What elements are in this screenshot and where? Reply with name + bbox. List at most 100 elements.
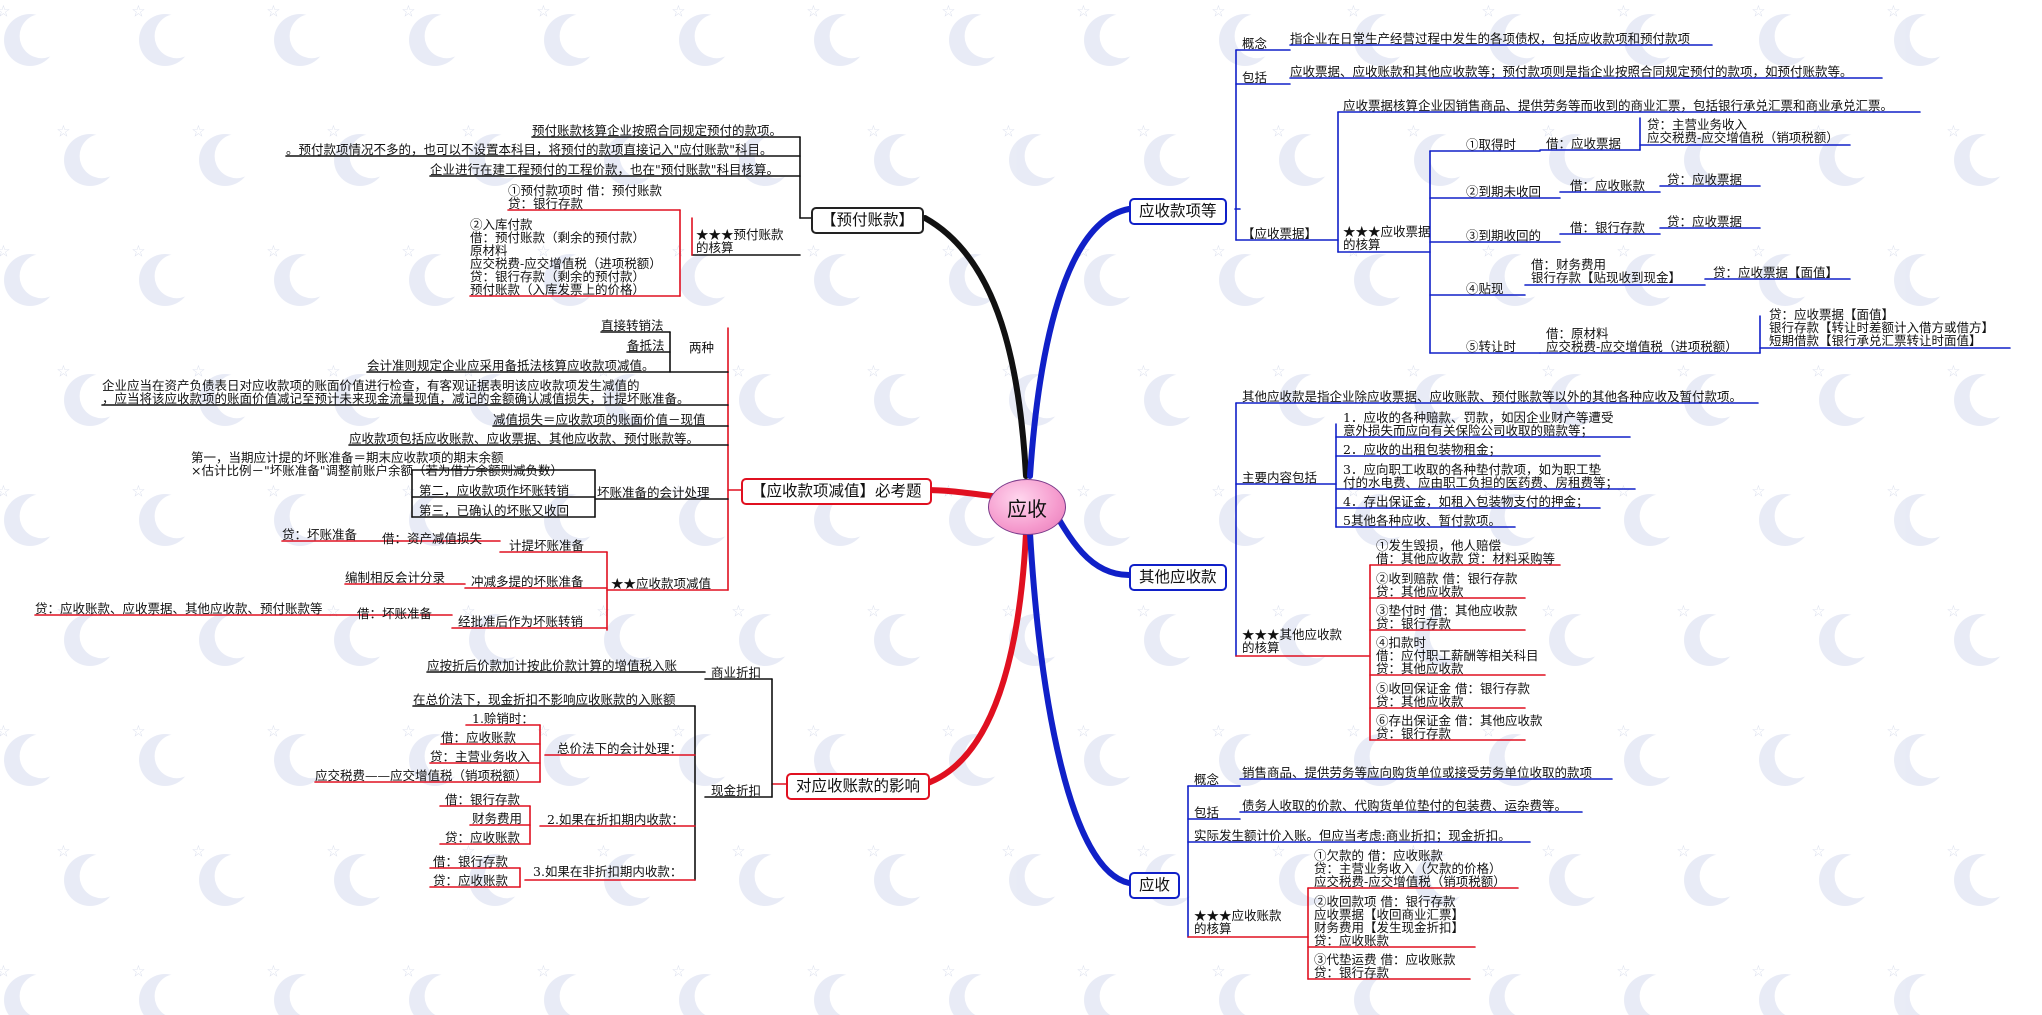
effect-commercial: 商业折扣	[711, 665, 762, 680]
moon-icon	[409, 734, 469, 786]
branch-receivable[interactable]: 应收	[1129, 872, 1181, 899]
star-icon: ☆	[131, 2, 145, 21]
star-icon: ☆	[596, 842, 610, 861]
moon-icon	[139, 974, 199, 1015]
star-icon: ☆	[671, 2, 685, 21]
star-icon: ☆	[1346, 482, 1360, 501]
star-icon: ☆	[401, 962, 415, 981]
star-icon: ☆	[1676, 842, 1690, 861]
star-icon: ☆	[1346, 722, 1360, 741]
star-icon: ☆	[1481, 722, 1495, 741]
star-icon: ☆	[1616, 482, 1630, 501]
star-icon: ☆	[806, 722, 820, 741]
other-item-5: 5其他各种应收、暂付款项。	[1343, 513, 1501, 528]
center-label: 应收	[1007, 496, 1047, 521]
star-icon: ☆	[941, 242, 955, 261]
moon-icon	[334, 374, 394, 426]
star-icon: ☆	[1886, 242, 1900, 261]
moon-icon	[409, 13, 469, 66]
branch-prepaid[interactable]: 【预付账款】	[811, 207, 925, 234]
moon-icon	[814, 254, 874, 306]
effect-sale-cr2: 应交税费——应交增值税（销项税额）	[315, 768, 528, 783]
moon-icon	[679, 734, 739, 786]
moon-icon	[1279, 854, 1339, 906]
star-icon: ☆	[1136, 602, 1150, 621]
moon-icon	[739, 614, 799, 666]
star-icon: ☆	[596, 122, 610, 141]
other-entry-3: ③垫付时 借：其他应收款 贷：银行存款	[1376, 603, 1518, 631]
star-icon: ☆	[401, 242, 415, 261]
star-icon: ☆	[131, 242, 145, 261]
moon-icon	[139, 13, 199, 66]
center-node[interactable]: 应收	[988, 479, 1066, 535]
branch-impairment[interactable]: 【应收款项减值】必考题	[741, 478, 932, 505]
other-item-4: 4．存出保证金，如租入包装物支付的押金；	[1343, 494, 1589, 509]
impair-loss: 减值损失＝应收款项的账面价值－现值	[493, 412, 706, 427]
recv-endorse-dr: 借：原材料 应交税费-应交增值税（进项税额）	[1546, 326, 1738, 354]
moon-icon	[814, 974, 874, 1015]
star-icon: ☆	[461, 362, 475, 381]
branch-receivables[interactable]: 应收款项等	[1129, 198, 1227, 225]
moon-icon	[1009, 854, 1069, 906]
moon-icon	[739, 854, 799, 906]
moon-icon	[1144, 134, 1204, 186]
moon-icon	[1954, 614, 2014, 666]
star-icon: ☆	[1541, 602, 1555, 621]
star-icon: ☆	[731, 122, 745, 141]
star-icon: ☆	[1136, 122, 1150, 141]
moon-icon	[1414, 374, 1474, 426]
moon-icon	[1084, 254, 1144, 306]
star-icon: ☆	[1811, 362, 1825, 381]
branch-effect[interactable]: 对应收账款的影响	[786, 773, 931, 800]
other-item-3: 3．应向职工收取的各种垫付款项，如为职工垫 付的水电费、应由职工负担的医药费、房…	[1343, 462, 1619, 490]
moon-icon	[1954, 134, 2014, 186]
moon-icon	[4, 13, 64, 66]
moon-icon	[874, 374, 934, 426]
star-icon: ☆	[1886, 962, 1900, 981]
moon-icon	[1819, 614, 1879, 666]
effect-cash: 现金折扣	[711, 783, 762, 798]
star-icon: ☆	[1541, 362, 1555, 381]
moon-icon	[1414, 854, 1474, 906]
moon-icon	[1279, 374, 1339, 426]
other-main: 主要内容包括	[1242, 470, 1318, 485]
moon-icon	[1354, 13, 1414, 66]
moon-icon	[949, 13, 1009, 66]
moon-icon	[1549, 374, 1609, 426]
prepaid-calc-title: ★★★预付账款 的核算	[696, 227, 784, 255]
recv-due-unpaid-cr: 贷：应收票据	[1667, 172, 1743, 187]
moon-icon	[1759, 254, 1819, 306]
moon-icon	[1219, 254, 1279, 306]
star-icon: ☆	[56, 602, 70, 621]
star-icon: ☆	[731, 362, 745, 381]
impair-standard: 会计准则规定企业应采用备抵法核算应收款项减值。	[367, 358, 655, 373]
star-icon: ☆	[1271, 362, 1285, 381]
branch-other[interactable]: 其他应收款	[1129, 564, 1227, 591]
moon-icon	[1624, 493, 1684, 546]
star-icon: ☆	[1946, 122, 1960, 141]
star-icon: ☆	[0, 2, 11, 21]
star-icon: ☆	[1211, 482, 1225, 501]
effect-gross: 总价法下的会计处理：	[557, 741, 683, 756]
other-definition: 其他应收款是指企业除应收票据、应收账款、预付账款等以外的其他各种应收及暂付款项。	[1242, 389, 1743, 404]
star-icon: ☆	[401, 2, 415, 21]
moon-icon	[1549, 134, 1609, 186]
moon-icon	[1009, 134, 1069, 186]
star-icon: ☆	[671, 482, 685, 501]
star-icon: ☆	[1541, 842, 1555, 861]
effect-beyond: 3.如果在非折扣期内收款：	[533, 864, 683, 879]
impair-reverse: 冲减多提的坏账准备	[471, 574, 584, 589]
moon-icon	[409, 493, 469, 546]
moon-icon	[64, 134, 124, 186]
moon-icon	[1084, 493, 1144, 546]
moon-icon	[679, 974, 739, 1015]
impair-allow-proc: 坏账准备的会计处理	[597, 485, 710, 500]
moon-icon	[544, 254, 604, 306]
recv-get: ①取得时	[1466, 137, 1517, 152]
recv-due-unpaid-dr: 借：应收账款	[1570, 178, 1646, 193]
moon-icon	[334, 854, 394, 906]
star-icon: ☆	[326, 602, 340, 621]
moon-icon	[139, 734, 199, 786]
star-icon: ☆	[1406, 122, 1420, 141]
